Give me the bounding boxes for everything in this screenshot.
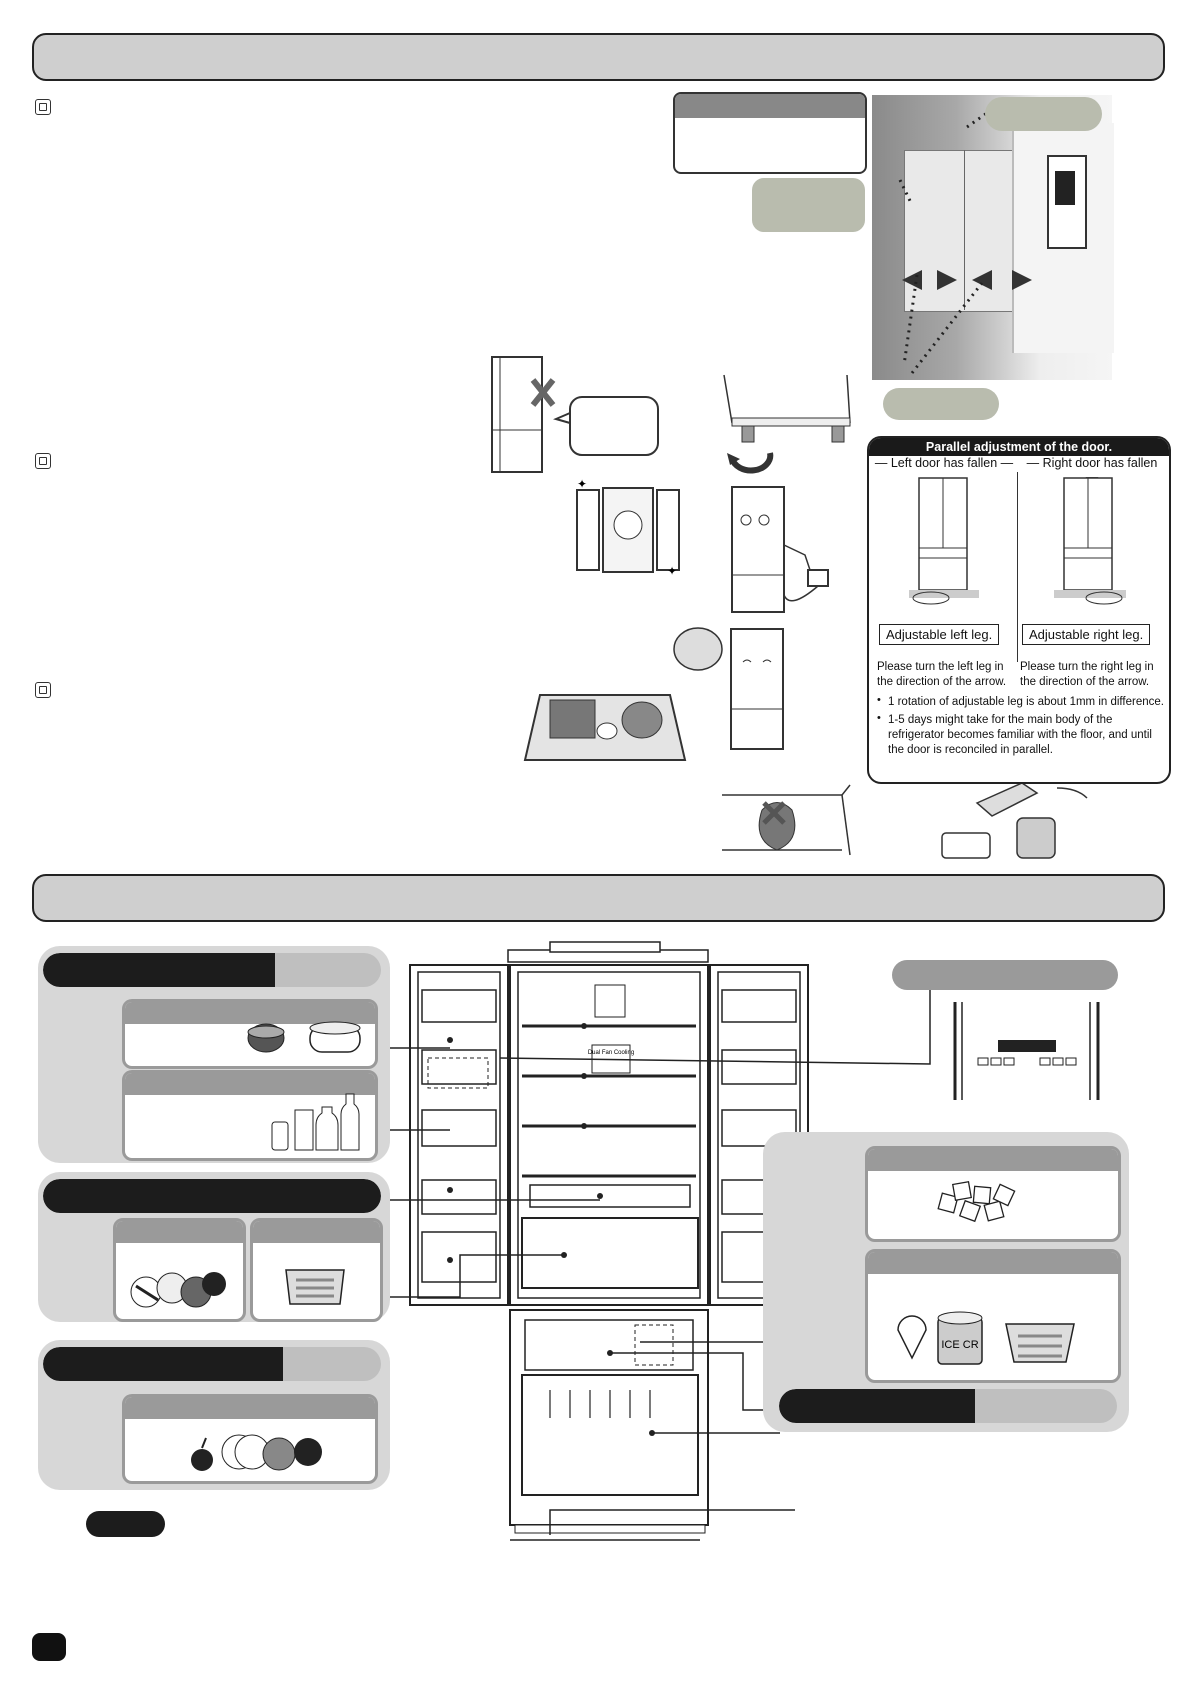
section-header-bar-bottom <box>32 874 1165 922</box>
fridge-side-illustration <box>491 356 659 473</box>
dual-fan-cooling-label: Dual Fan Cooling <box>588 1050 634 1056</box>
ice-card <box>865 1146 1121 1242</box>
right-leg-label: Adjustable right leg. <box>1022 624 1151 645</box>
section-header-bar-top <box>32 33 1165 81</box>
note-1: 1 rotation of adjustable leg is about 1m… <box>888 696 1164 708</box>
plug-character-illustration <box>731 486 829 613</box>
bubble-character-illustration <box>673 627 784 750</box>
label-pill-1 <box>985 97 1102 131</box>
note-bullet-2: • <box>877 712 881 724</box>
parallel-adjustment-title: Parallel adjustment of the door. <box>869 438 1169 456</box>
door-arrows-graphic <box>898 111 1032 374</box>
page-number-tab <box>32 1633 66 1661</box>
label-pill-3 <box>883 388 999 420</box>
vegetable-heading <box>43 1347 381 1381</box>
tray-food-illustration <box>523 694 687 761</box>
bullet-square-2 <box>35 453 51 469</box>
meat-tray-icon <box>285 1269 345 1305</box>
note-2: 1-5 days might take for the main body of… <box>888 714 1152 756</box>
left-fallen-fridge-diagram <box>909 477 979 605</box>
frozen-food-icons: ICE CR <box>897 1311 1075 1365</box>
control-panel-illustration <box>953 1002 1100 1100</box>
ice-cream-label: ICE CR <box>941 1339 978 1351</box>
bullet-square-3 <box>35 682 51 698</box>
food-bowl-icons <box>247 1021 361 1053</box>
left-leg-instruction: Please turn the left leg in the directio… <box>877 661 1007 688</box>
svg-text:✦: ✦ <box>667 564 677 578</box>
freezer-heading <box>779 1389 1117 1423</box>
containers-illustration <box>941 782 1088 859</box>
column-divider <box>1017 472 1018 662</box>
parallel-adjustment-box: Parallel adjustment of the door. — Left … <box>867 436 1171 784</box>
svg-text:✦: ✦ <box>577 477 587 491</box>
chilled-room-heading <box>43 1179 381 1213</box>
left-door-header: — Left door has fallen — <box>874 456 1014 470</box>
installation-photo <box>872 95 1114 380</box>
open-fridge-character-illustration: ✦ ✦ <box>576 477 680 578</box>
speech-callout-top <box>673 92 867 174</box>
fruit-icons <box>130 1272 226 1308</box>
small-black-tab <box>86 1511 165 1537</box>
right-leg-instruction: Please turn the right leg in the directi… <box>1020 661 1154 688</box>
bullet-square-1 <box>35 99 51 115</box>
door-basket-illustration <box>722 784 851 856</box>
control-panel-heading <box>892 960 1118 990</box>
bottle-icons <box>271 1093 360 1151</box>
door-pocket-heading <box>43 953 381 987</box>
vegetable-icons <box>191 1434 322 1471</box>
right-fallen-fridge-diagram <box>1054 477 1126 605</box>
leg-adjust-illustration <box>723 374 851 474</box>
refrigerator-diagram: Dual Fan Cooling <box>390 941 931 1541</box>
note-bullet-1: • <box>877 694 881 706</box>
ice-cubes-icon <box>937 1180 1016 1223</box>
fruit-card <box>113 1218 246 1322</box>
label-pill-2 <box>752 178 865 232</box>
left-leg-label: Adjustable left leg. <box>879 624 1000 645</box>
